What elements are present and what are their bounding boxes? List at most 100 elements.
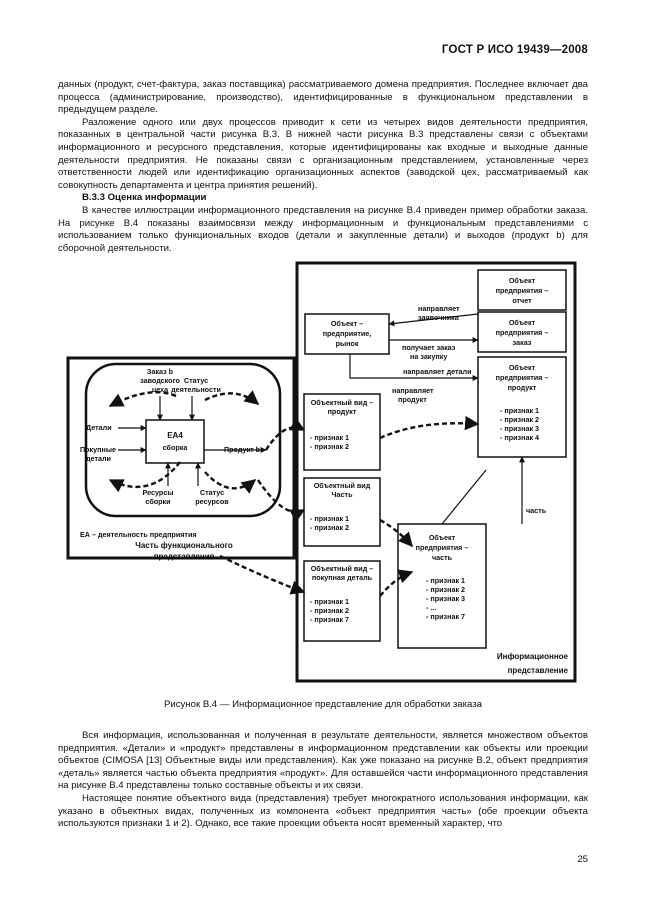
diagram-connector [379, 415, 480, 440]
diagram-label: Объект [429, 533, 456, 542]
diagram-label: заказ [513, 338, 532, 347]
diagram-label: - признак 2 [310, 442, 349, 451]
diagram-label: - признак 2 [500, 415, 539, 424]
diagram-connector [379, 518, 413, 548]
ea-boundary [84, 362, 282, 518]
diagram-label: часть [432, 553, 453, 562]
diagram-label: покупная деталь [312, 573, 373, 582]
diagram-label: продукт [328, 407, 357, 416]
object-view-bought-part [303, 560, 381, 642]
object-report [477, 269, 567, 311]
diagram-connector [219, 554, 306, 595]
activity-name: ЕА4 [167, 431, 183, 440]
activity-box-ea4 [145, 419, 205, 464]
input-status-label-2: деятельности [171, 385, 221, 394]
diagram-label: - признак 1 [426, 576, 465, 585]
diagram-label: - признак 3 [500, 424, 539, 433]
mech-resources-label-2: сборки [145, 497, 170, 506]
input-order-label-2: заводского [140, 376, 180, 385]
paragraph: В качестве иллюстрации информационного п… [58, 204, 588, 254]
diagram-label: направляет детали [403, 367, 472, 376]
diagram-label: - признак 2 [310, 606, 349, 615]
object-market [304, 313, 390, 355]
diagram-label: на закупку [410, 352, 447, 361]
paragraph: Разложение одного или двух процессов при… [58, 116, 588, 191]
information-view-frame [295, 261, 577, 683]
diagram-label: направляет [392, 386, 434, 395]
document-header: ГОСТ Р ИСО 19439—2008 [441, 44, 588, 56]
part-label: Часть функционального [135, 541, 233, 550]
diagram-label: - признак 2 [426, 585, 465, 594]
diagram-connector [108, 391, 177, 408]
diagram-connector [264, 417, 306, 451]
part-label-2: представления [154, 552, 215, 561]
diagram-label: продукт [398, 395, 427, 404]
diagram-label: - признак 1 [310, 514, 349, 523]
diagram-label: продукт [508, 383, 537, 392]
diagram-connector [441, 469, 487, 525]
section-heading: В.3.3 Оценка информации [82, 192, 207, 204]
diagram-label: отчет [512, 296, 532, 305]
diagram-connector [388, 313, 479, 327]
diagram-label: Объект [509, 363, 536, 372]
input-bought-label: Покупные [80, 445, 116, 454]
diagram-label: Объектный вид [314, 481, 371, 490]
information-view-title-2: представление [508, 666, 569, 675]
input-details-label: Детали [86, 423, 112, 432]
output-product-label: Продукт b [224, 445, 261, 454]
diagram-label: - признак 7 [310, 615, 349, 624]
diagram-connector [379, 569, 414, 597]
diagram-connector [257, 479, 306, 523]
diagram-label: предприятия – [496, 286, 549, 295]
diagram-label: - признак 1 [310, 433, 349, 442]
diagram-label: - признак 1 [310, 597, 349, 606]
mech-resources-label: Ресурсы [143, 488, 174, 497]
object-view-product [303, 393, 381, 471]
diagram-label: - признак 7 [426, 612, 465, 621]
diagram-label: направляет [418, 304, 460, 313]
diagram-label: предприятие, [323, 329, 372, 338]
diagram-label: - признак 3 [426, 594, 465, 603]
activity-label: сборка [163, 443, 189, 452]
figure-caption: Рисунок В.4 — Информационное представлен… [163, 699, 483, 710]
mech-status-label-2: ресурсов [195, 497, 229, 506]
paragraph: данных (продукт, счет-фактура, заказ пос… [58, 79, 588, 116]
diagram-label: - признак 4 [500, 433, 539, 442]
diagram-connector [349, 354, 479, 381]
paragraph: Настоящее понятие объектного вида (предс… [58, 792, 588, 830]
functional-view-frame [66, 356, 296, 560]
object-view-part [303, 477, 381, 547]
diagram-label: рынок [336, 339, 359, 348]
object-order [477, 311, 567, 353]
mech-status-label: Статус [200, 488, 224, 497]
diagram-label: Объектный вид – [311, 398, 374, 407]
diagram-label: Часть [332, 490, 354, 499]
page-number: 25 [577, 854, 588, 865]
diagram-connector [108, 461, 181, 493]
diagram-label: Объект [509, 318, 536, 327]
input-status-label: Статус [184, 376, 208, 385]
text-block-bottom: Вся информация, использованная и получен… [58, 730, 588, 831]
diagram-label: - ... [426, 603, 436, 612]
object-product [477, 356, 567, 458]
diagram-label: часть [526, 506, 547, 515]
diagram-label: предприятия – [416, 543, 469, 552]
diagram-label: получает заказ [402, 343, 456, 352]
diagram-connector [204, 390, 260, 405]
diagram-label: предприятия – [496, 328, 549, 337]
diagram-label: - признак 1 [500, 406, 539, 415]
ea-legend: ЕА – деятельность предприятия [80, 530, 197, 539]
text-block-top: данных (продукт, счет-фактура, заказ пос… [58, 79, 588, 255]
input-bought-label-2: детали [86, 454, 111, 463]
diagram-label: Объектный вид – [311, 564, 374, 573]
diagram-label: Объект – [331, 319, 363, 328]
information-view-title: Информационное [497, 652, 569, 661]
diagram-connector [204, 471, 257, 494]
diagram-label: заявочника [418, 313, 460, 322]
paragraph: Вся информация, использованная и получен… [58, 730, 588, 792]
diagram-label: предприятия – [496, 373, 549, 382]
diagram-label: - признак 2 [310, 523, 349, 532]
diagram-label: Объект [509, 276, 536, 285]
input-order-label: Заказ b [147, 367, 174, 376]
